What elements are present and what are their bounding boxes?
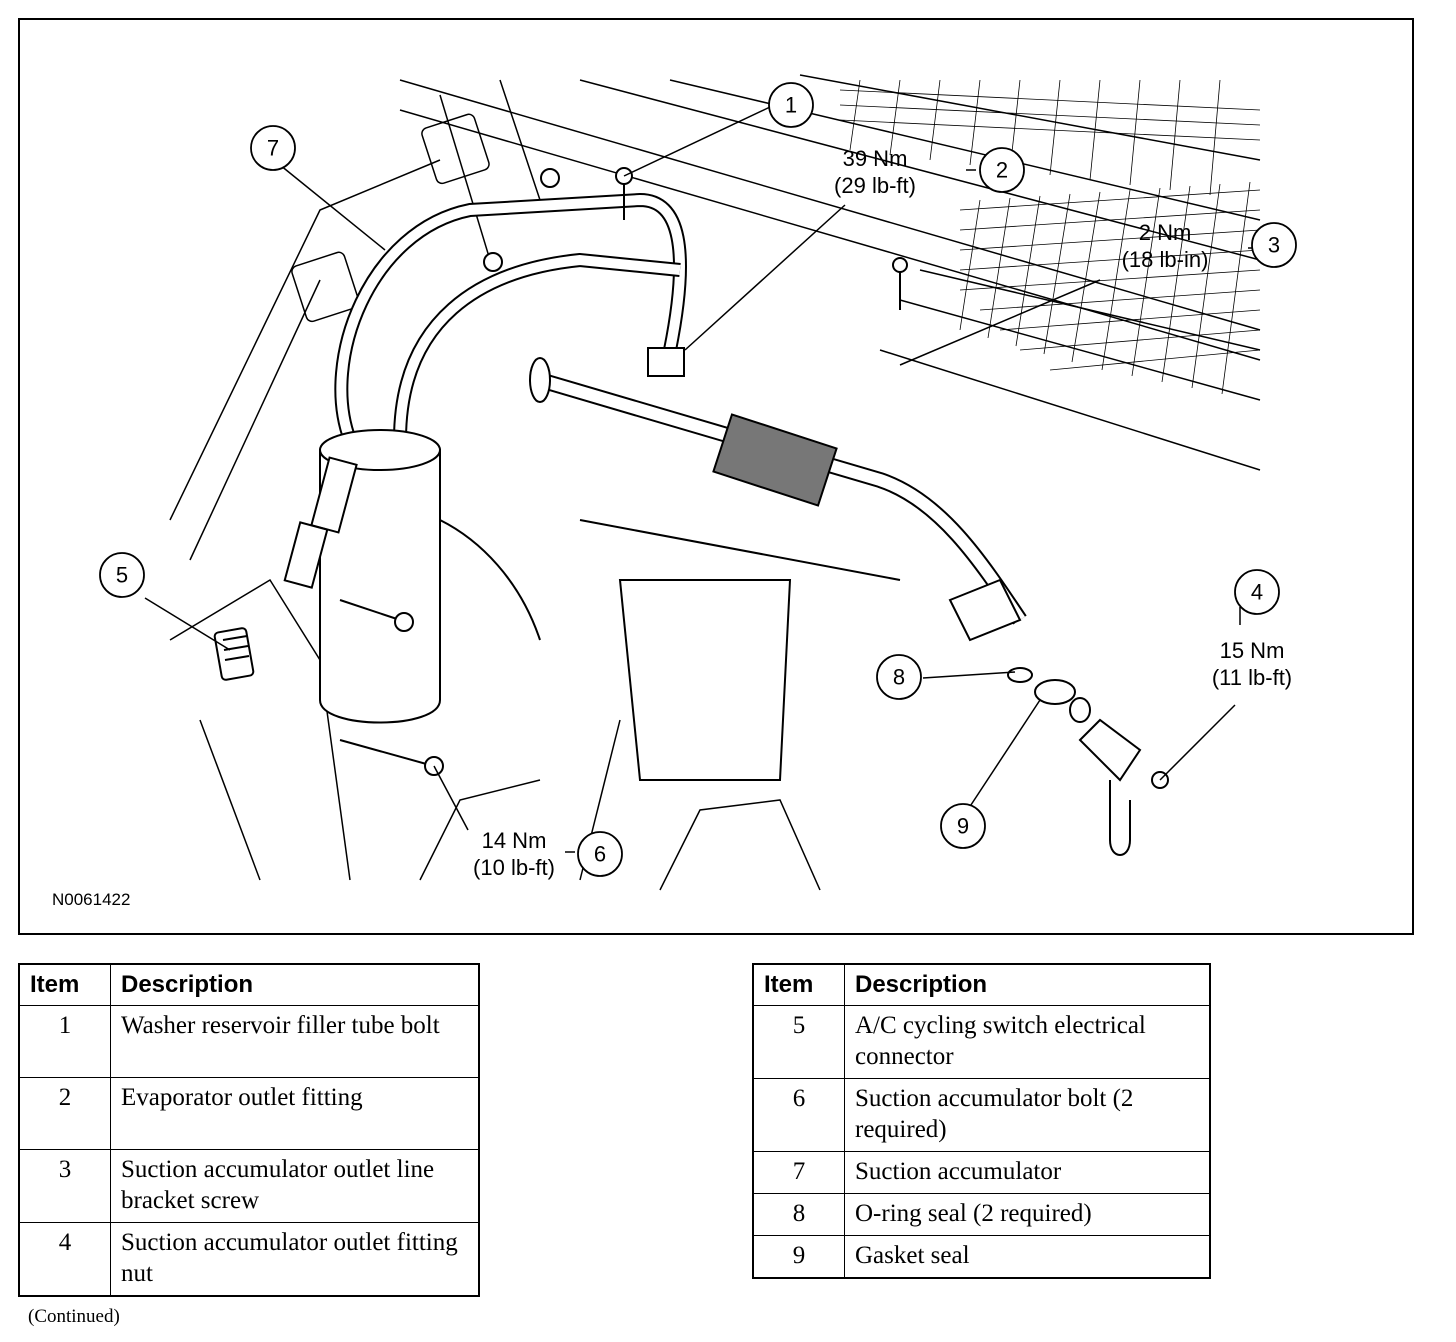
continued-note: (Continued) [28, 1306, 120, 1327]
item-number: 9 [752, 1235, 845, 1279]
callout-circle-5 [99, 552, 145, 598]
item-number: 6 [752, 1078, 845, 1152]
item-number: 3 [18, 1149, 111, 1223]
item-number: 7 [752, 1151, 845, 1194]
table-row: 9 Gasket seal [752, 1235, 1211, 1279]
suction-accumulator-drawing [213, 167, 1169, 856]
item-description: Suction accumulator outlet fitting nut [110, 1222, 480, 1297]
header-item: Item [18, 963, 111, 1006]
item-description: O-ring seal (2 required) [844, 1193, 1211, 1236]
item-number: 2 [18, 1077, 111, 1150]
item-description: Suction accumulator outlet line bracket … [110, 1149, 480, 1223]
callout-circle-4 [1234, 569, 1280, 615]
callout-circle-1 [768, 82, 814, 128]
callout-4-torque-imperial: (11 lb-ft) [1212, 665, 1292, 690]
callout-number-5: 5 [116, 563, 128, 588]
legend-table-right: Item Description 5 A/C cycling switch el… [752, 963, 1211, 1279]
table-row: 6 Suction accumulator bolt (2 required) [752, 1078, 1211, 1152]
callout-circle-2 [979, 147, 1025, 193]
callout-6-torque-imperial: (10 lb-ft) [473, 855, 555, 880]
callout-4-torque-nm: 15 Nm [1220, 638, 1285, 663]
radiator-grille-hatch [839, 79, 1261, 395]
item-description: Gasket seal [844, 1235, 1211, 1279]
header-description: Description [110, 963, 480, 1006]
table-row: 8 O-ring seal (2 required) [752, 1193, 1211, 1236]
item-description: Suction accumulator bolt (2 required) [844, 1078, 1211, 1152]
item-number: 1 [18, 1005, 111, 1078]
callout-circle-6 [577, 831, 623, 877]
callout-number-4: 4 [1251, 580, 1263, 605]
legend-header-row: Item Description [18, 963, 480, 1006]
header-description: Description [844, 963, 1211, 1006]
table-row: 4 Suction accumulator outlet fitting nut [18, 1222, 480, 1297]
callout-circle-9 [940, 803, 986, 849]
item-number: 4 [18, 1222, 111, 1297]
callout-number-7: 7 [267, 136, 279, 161]
callout-circles [99, 82, 1297, 877]
table-row: 3 Suction accumulator outlet line bracke… [18, 1149, 480, 1223]
table-row: 5 A/C cycling switch electrical connecto… [752, 1005, 1211, 1079]
item-number: 5 [752, 1005, 845, 1079]
exploded-view-figure: 39 Nm (29 lb-ft) 2 Nm (18 lb-in) 15 Nm (… [18, 18, 1414, 935]
table-row: 1 Washer reservoir filler tube bolt [18, 1005, 480, 1078]
leader-lines [144, 106, 1258, 853]
item-description: A/C cycling switch electrical connector [844, 1005, 1211, 1079]
table-row: 7 Suction accumulator [752, 1151, 1211, 1194]
item-number: 8 [752, 1193, 845, 1236]
item-description: Evaporator outlet fitting [110, 1077, 480, 1150]
item-description: Washer reservoir filler tube bolt [110, 1005, 480, 1078]
callout-number-6: 6 [594, 842, 606, 867]
callout-6-torque-nm: 14 Nm [482, 828, 547, 853]
header-item: Item [752, 963, 845, 1006]
callout-number-3: 3 [1268, 233, 1280, 258]
callout-circle-8 [876, 654, 922, 700]
legend-header-row: Item Description [752, 963, 1211, 1006]
figure-id: N0061422 [52, 890, 130, 909]
table-row: 2 Evaporator outlet fitting [18, 1077, 480, 1150]
callout-3-torque-imperial: (18 lb-in) [1122, 247, 1209, 272]
callout-2-torque-imperial: (29 lb-ft) [834, 173, 916, 198]
figure-drawing: 39 Nm (29 lb-ft) 2 Nm (18 lb-in) 15 Nm (… [52, 74, 1297, 909]
callout-circle-7 [250, 125, 296, 171]
callout-2-torque-nm: 39 Nm [843, 146, 908, 171]
callout-3-torque-nm: 2 Nm [1139, 220, 1192, 245]
callout-number-2: 2 [996, 158, 1008, 183]
callout-number-8: 8 [893, 665, 905, 690]
callout-circle-3 [1251, 222, 1297, 268]
legend-table-left: Item Description 1 Washer reservoir fill… [18, 963, 480, 1297]
callout-number-9: 9 [957, 814, 969, 839]
item-description: Suction accumulator [844, 1151, 1211, 1194]
callout-number-1: 1 [785, 93, 797, 118]
